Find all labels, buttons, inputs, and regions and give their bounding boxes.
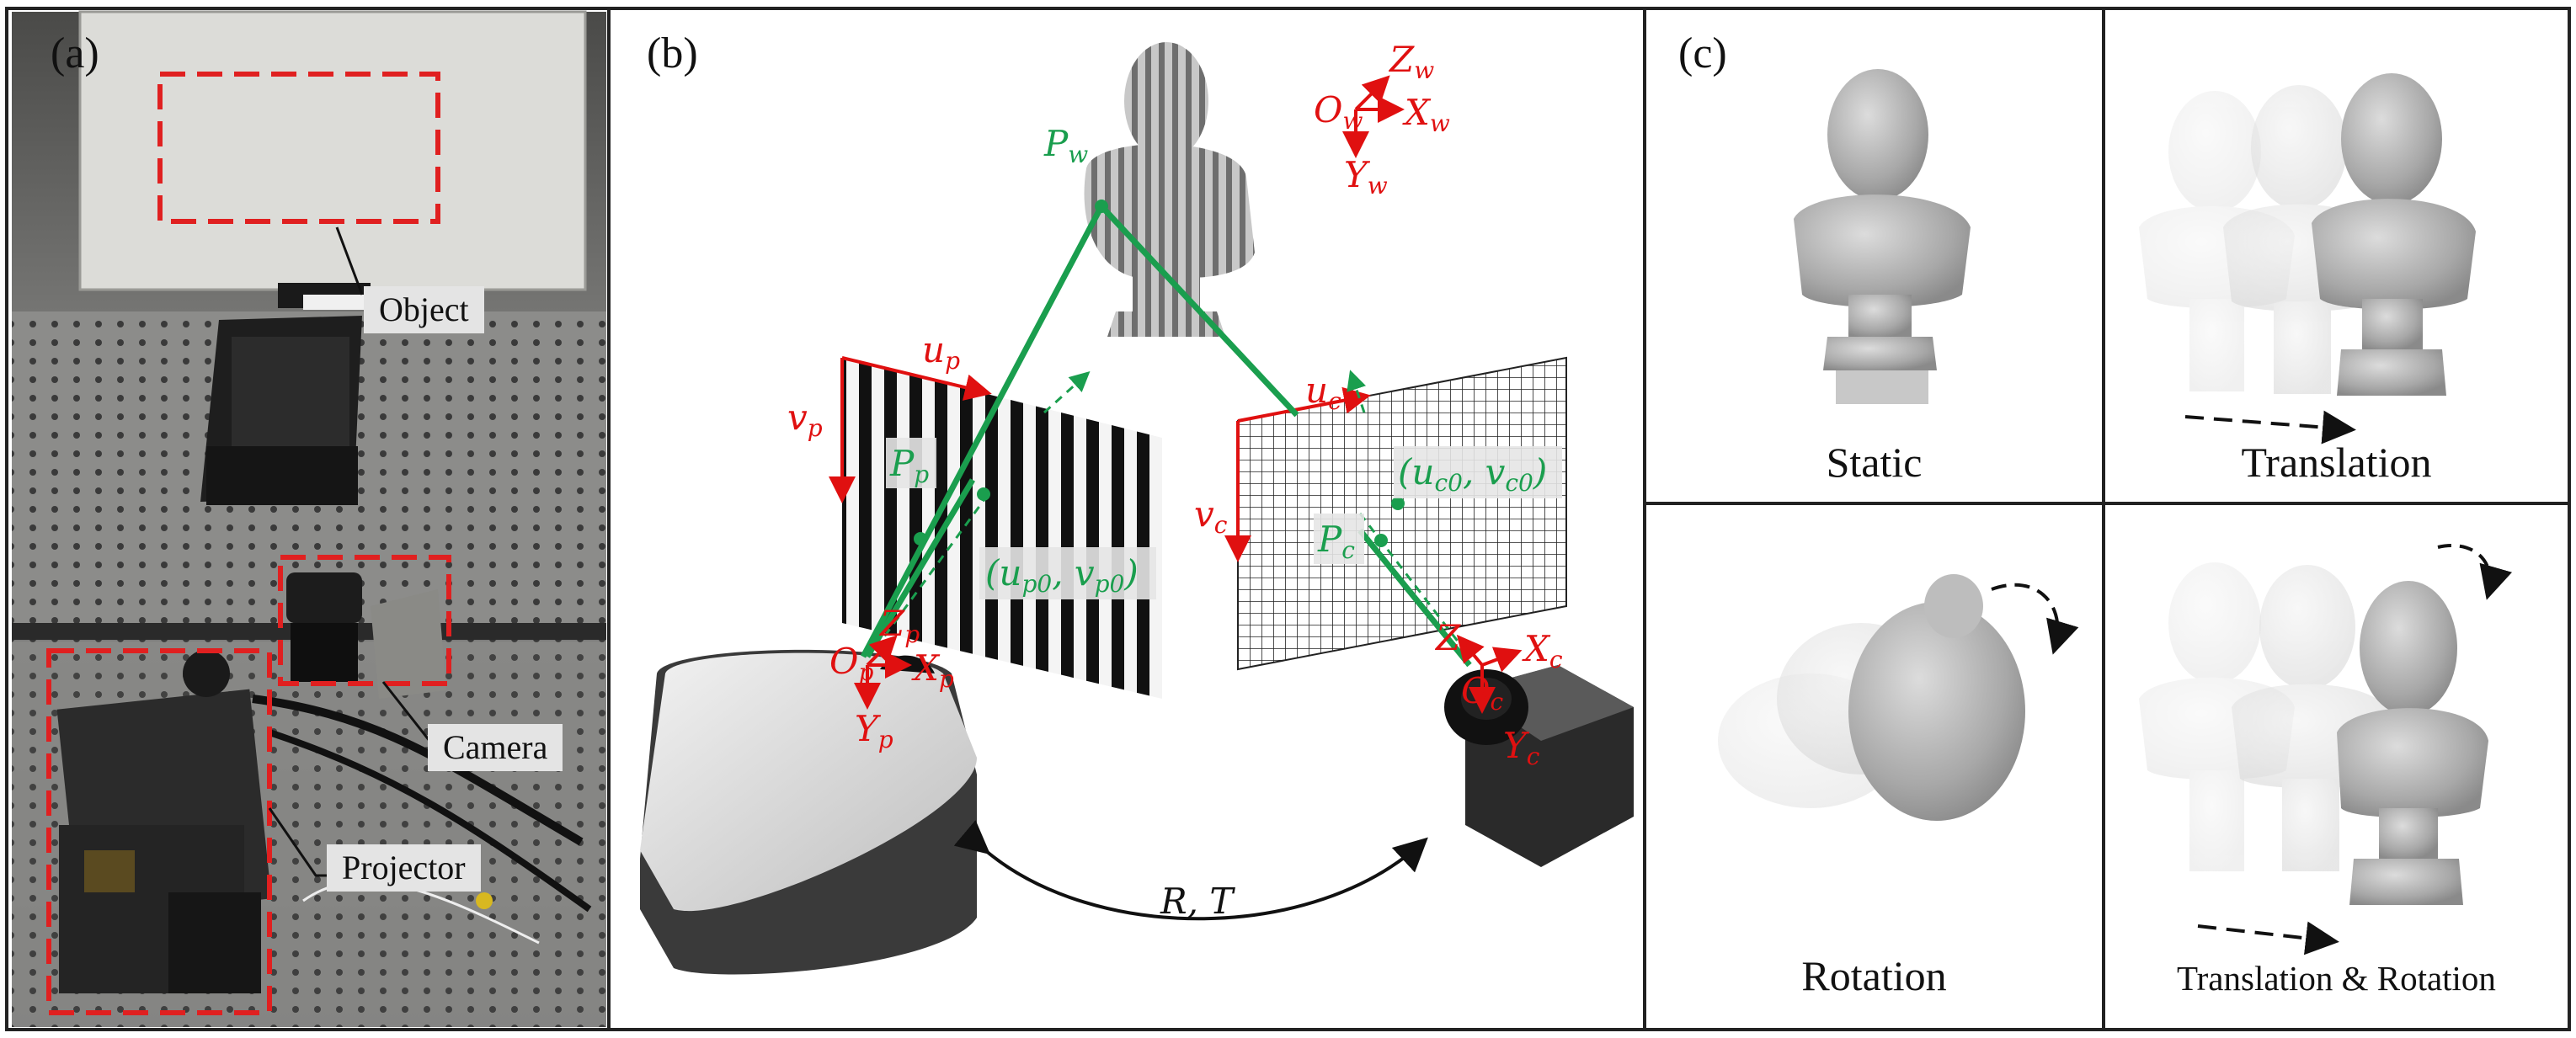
image-plane-axes (829, 356, 1371, 562)
caption-translation-rotation: Translation & Rotation (2177, 959, 2496, 998)
projector-region-box (46, 648, 272, 1015)
camera-u-label: uc (1305, 370, 1341, 415)
translation-busts (2139, 73, 2476, 396)
projector-body (640, 649, 977, 975)
callout-camera: Camera (428, 724, 563, 771)
translation-arrow (2184, 410, 2356, 444)
translation-rotation-line-arrow (2197, 921, 2339, 955)
camera-region-box (278, 555, 451, 686)
rotation-busts (1718, 574, 2025, 821)
translation-rotation-curve-arrow (2437, 544, 2512, 600)
world-origin-label: Ow (1314, 89, 1363, 135)
projector-point-label: Pp (889, 443, 929, 488)
world-x-label: Xw (1402, 92, 1450, 137)
rotation-arrow (1991, 583, 2079, 655)
rt-transform-arrow (953, 820, 1428, 921)
projection-rays (860, 204, 1472, 668)
panel-c-label: (c) (1678, 29, 1727, 77)
camera-origin-label: Oc (1461, 670, 1503, 716)
camera-frame-axes (1456, 634, 1523, 714)
translation-rotation-busts (2139, 562, 2488, 905)
camera-v-label: vc (1194, 493, 1228, 539)
world-frame-axes (1342, 75, 1405, 158)
caption-translation: Translation (2241, 439, 2432, 486)
camera-point-label: Pc (1317, 519, 1355, 564)
panel-a-label: (a) (51, 29, 99, 77)
projector-coord-label: (up0, vp0) (985, 552, 1139, 598)
object-region-box (157, 72, 440, 224)
striped-statue (1084, 42, 1255, 337)
camera-coord-label: (uc0, vc0) (1398, 451, 1547, 497)
caption-static: Static (1826, 439, 1923, 486)
world-z-label: Zw (1388, 39, 1434, 84)
projector-origin-label: Op (829, 641, 873, 686)
panel-a-annotations (46, 72, 451, 1015)
panel-b-label: (b) (647, 29, 698, 77)
static-bust (1794, 69, 1971, 404)
rt-transform-label: R, T (1160, 881, 1235, 922)
world-y-label: Yw (1344, 154, 1388, 200)
world-point-dot (1095, 200, 1108, 213)
callout-projector: Projector (327, 844, 481, 892)
camera-x-label: Xc (1522, 628, 1563, 673)
projector-y-label: Yp (855, 708, 893, 753)
projector-point-dot (914, 532, 927, 546)
projector-frame-axes (854, 635, 912, 710)
projector-coord-dot (977, 487, 990, 501)
camera-point-dot (1374, 534, 1388, 547)
projector-v-label: vp (787, 397, 823, 442)
camera-y-label: Yc (1503, 725, 1540, 770)
camera-image-plane (1237, 356, 1567, 671)
projector-x-label: Xp (911, 647, 954, 693)
camera-z-label: Zc (1434, 617, 1474, 663)
projector-fringe-plane (842, 358, 1162, 699)
camera-coord-dot (1391, 497, 1405, 510)
caption-rotation: Rotation (1801, 952, 1947, 999)
figure-border (5, 7, 2571, 1031)
projector-z-label: Zp (878, 603, 920, 648)
projector-u-label: up (922, 329, 960, 375)
projection-rays-dashed (874, 370, 1471, 657)
callout-object: Object (364, 286, 484, 333)
world-point-label: Pw (1043, 123, 1088, 168)
panel-a-photo (12, 10, 606, 1027)
